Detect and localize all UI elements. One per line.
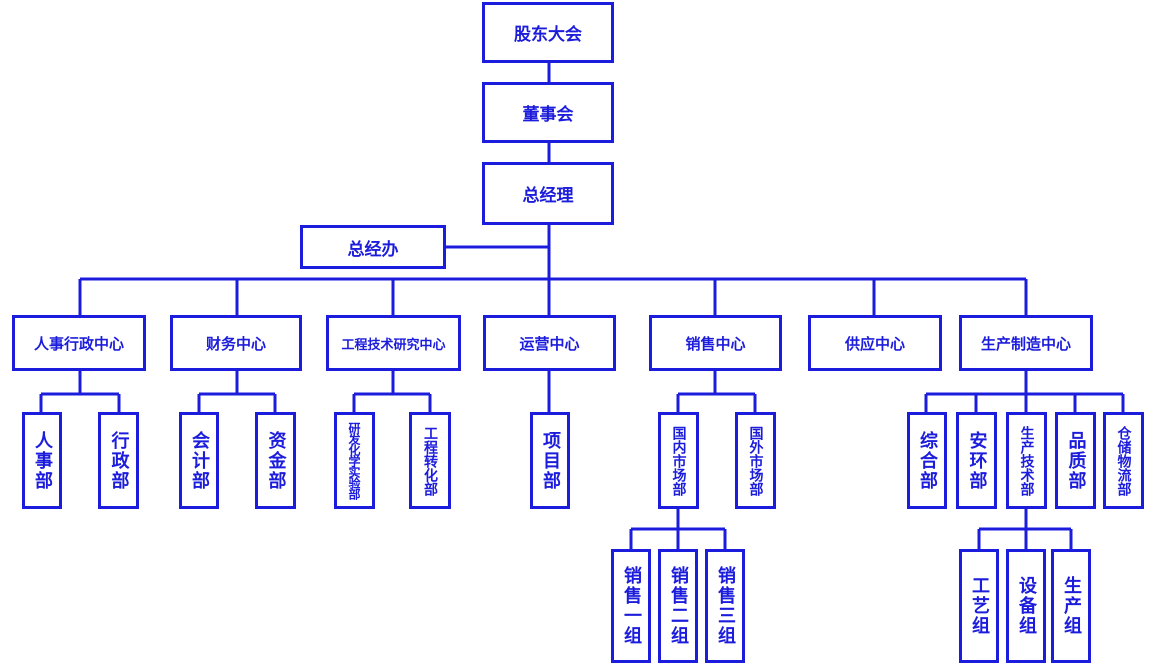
- node-label: 销售中心: [685, 334, 746, 353]
- node-hr-admin-center: 人事行政中心: [12, 315, 146, 371]
- node-general-manager: 总经理: [482, 162, 614, 225]
- node-label: 工艺组: [969, 576, 990, 636]
- node-label: 人事部: [32, 430, 53, 491]
- node-sales-group-3: 销售三组: [705, 549, 745, 663]
- node-accounting-dept: 会计部: [179, 412, 219, 509]
- node-foreign-market-dept: 国外市场部: [735, 412, 776, 509]
- node-shareholders-meeting: 股东大会: [482, 2, 614, 63]
- node-gm-office: 总经办: [300, 225, 446, 269]
- node-production-group: 生产组: [1051, 549, 1091, 663]
- node-label: 财务中心: [205, 334, 266, 353]
- node-rd-chem-lab: 研发化学实验部: [334, 412, 375, 509]
- node-board-of-directors: 董事会: [482, 82, 614, 143]
- node-label: 安环部: [966, 430, 988, 491]
- node-label: 国外市场部: [747, 425, 764, 496]
- node-production-tech-dept: 生产技术部: [1006, 412, 1047, 509]
- node-label: 股东大会: [514, 25, 582, 45]
- node-label: 会计部: [189, 430, 210, 491]
- node-label: 销售二组: [668, 566, 689, 646]
- node-sales-group-1: 销售一组: [611, 549, 651, 663]
- node-label: 工程技术研究中心: [341, 337, 446, 353]
- node-label: 生产组: [1061, 576, 1082, 636]
- node-label: 人事行政中心: [33, 334, 124, 353]
- node-general-affairs-dept: 综合部: [907, 412, 947, 509]
- node-finance-center: 财务中心: [170, 315, 302, 371]
- node-label: 工程转化部: [422, 425, 438, 496]
- node-engineering-research-center: 工程技术研究中心: [326, 315, 461, 371]
- node-label: 销售一组: [621, 566, 642, 646]
- node-admin-dept: 行政部: [98, 412, 139, 509]
- node-hr-dept: 人事部: [22, 412, 62, 509]
- node-funds-dept: 资金部: [255, 412, 296, 509]
- node-label: 供应中心: [844, 334, 905, 353]
- node-label: 项目部: [540, 430, 561, 491]
- node-label: 销售三组: [715, 566, 736, 646]
- node-safety-env-dept: 安环部: [956, 412, 997, 509]
- node-label: 研发化学实验部: [347, 422, 361, 499]
- node-warehouse-logistics-dept: 仓储物流部: [1103, 412, 1144, 509]
- node-label: 仓储物流部: [1115, 425, 1132, 496]
- node-quality-dept: 品质部: [1055, 412, 1096, 509]
- node-equipment-group: 设备组: [1006, 549, 1046, 663]
- node-label: 总经办: [347, 239, 399, 260]
- node-label: 总经理: [522, 186, 574, 206]
- node-sales-group-2: 销售二组: [658, 549, 698, 663]
- node-label: 生产制造中心: [980, 334, 1071, 353]
- node-process-group: 工艺组: [959, 549, 999, 663]
- node-label: 行政部: [108, 430, 130, 491]
- node-supply-center: 供应中心: [808, 315, 942, 371]
- node-project-dept: 项目部: [530, 412, 570, 509]
- node-label: 设备组: [1016, 576, 1037, 636]
- node-label: 生产技术部: [1018, 425, 1035, 496]
- node-production-center: 生产制造中心: [959, 315, 1093, 371]
- node-sales-center: 销售中心: [649, 315, 782, 371]
- node-label: 董事会: [522, 105, 574, 125]
- node-label: 综合部: [917, 430, 938, 491]
- node-domestic-market-dept: 国内市场部: [658, 412, 699, 509]
- node-label: 运营中心: [519, 334, 580, 353]
- node-operations-center: 运营中心: [483, 315, 616, 371]
- node-engineering-transfer-dept: 工程转化部: [409, 412, 451, 509]
- node-label: 资金部: [265, 430, 287, 491]
- node-label: 品质部: [1065, 430, 1087, 491]
- node-label: 国内市场部: [670, 425, 687, 496]
